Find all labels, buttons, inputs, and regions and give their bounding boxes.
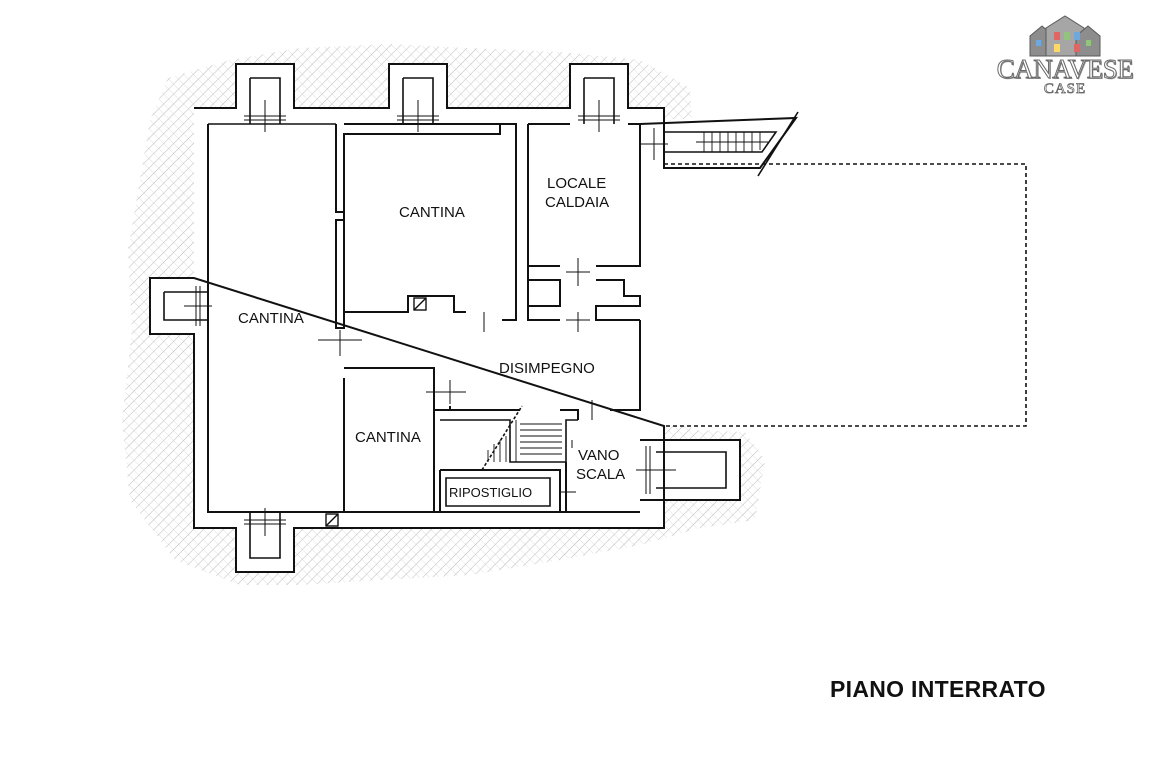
room-label-ripostiglio: RIPOSTIGLIO: [449, 485, 532, 500]
room-label-scala: SCALA: [576, 466, 625, 483]
room-label-cantina-top: CANTINA: [399, 204, 465, 221]
interior-walls: [335, 116, 1027, 512]
logo-name: CANAVESE: [996, 54, 1134, 85]
houses-logo-icon: [1029, 15, 1101, 57]
stair-break-lines: [481, 111, 799, 471]
room-label-cantina-large: CANTINA: [238, 310, 304, 327]
stair-treads: [487, 132, 768, 462]
floor-title: PIANO INTERRATO: [830, 676, 1046, 702]
room-label-disimpegno: DISIMPEGNO: [499, 360, 595, 377]
flue-markers: [325, 297, 427, 527]
canavese-case-logo: CANAVESE CASE: [990, 14, 1140, 98]
room-label-cantina-small: CANTINA: [355, 429, 421, 446]
room-label-caldaia: CALDAIA: [545, 194, 609, 211]
room-label-vano: VANO: [578, 447, 619, 464]
logo-subtitle: CASE: [1043, 81, 1087, 98]
openings: [184, 100, 676, 536]
room-label-locale: LOCALE: [547, 175, 606, 192]
